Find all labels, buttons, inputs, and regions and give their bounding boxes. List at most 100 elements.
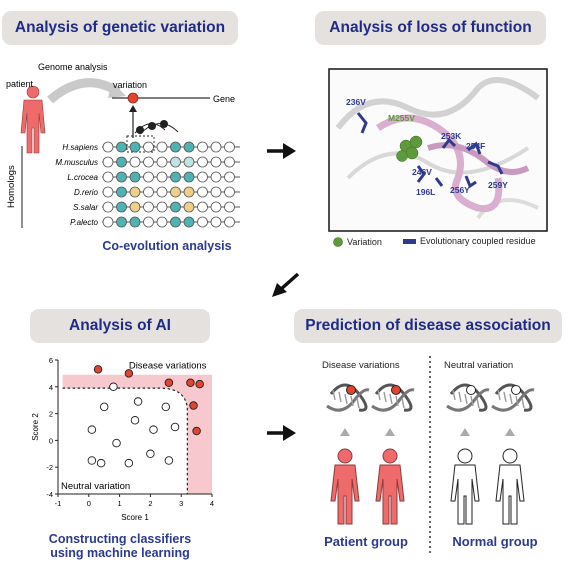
residue-circle [116, 171, 127, 183]
neutral-point [87, 425, 97, 434]
variation-legend-icon [333, 237, 343, 247]
normal-figure-icon [450, 448, 480, 525]
residue-circle [102, 171, 114, 183]
residue-circle [197, 156, 208, 168]
residue-circle [116, 216, 127, 228]
residue-circle [156, 201, 168, 213]
residue-circle [210, 141, 222, 153]
residue-circle [224, 171, 235, 183]
panel-title-genetic: Analysis of genetic variation [2, 11, 238, 45]
legend-variation: Variation [347, 237, 382, 247]
neutral-point [170, 422, 180, 432]
diagonal-arrow-icon [272, 272, 300, 297]
up-triangle-icon [340, 428, 350, 436]
residue-circle [143, 171, 154, 183]
disease-point [93, 365, 103, 374]
patient-group-label: Patient group [324, 534, 408, 549]
neutral-point [112, 438, 121, 448]
residue-circle [183, 201, 195, 213]
x-tick-label: 0 [87, 499, 91, 508]
species-label: H.sapiens [62, 143, 98, 152]
x-tick-label: 1 [118, 499, 122, 508]
residue-circle [170, 156, 181, 168]
normal-figure-icon [495, 448, 525, 525]
residue-label: 236V [346, 97, 366, 107]
residue-label: 246V [412, 167, 432, 177]
disease-annotation: Disease variations [129, 360, 207, 371]
dna-icon [326, 383, 370, 412]
residue-circle [197, 201, 208, 213]
disease-variation-marker [391, 385, 401, 395]
neutral-annotation: Neutral variation [61, 481, 130, 492]
residue-circle [116, 141, 127, 153]
neutral-variation-marker [466, 385, 476, 395]
x-tick-label: 2 [148, 499, 152, 508]
residue-circle [183, 186, 195, 198]
genetic-variation-diagram: patient Genome analysis variation Gene H… [6, 62, 240, 228]
patient-figure-icon [375, 448, 405, 525]
residue-circle [143, 201, 154, 213]
residue-label: 256Y [450, 185, 470, 195]
residue-circle [156, 171, 168, 183]
disease-point [124, 369, 134, 378]
residue-circle [143, 156, 154, 168]
caption-line-1: Constructing classifiers [48, 532, 192, 546]
residue-circle [102, 141, 114, 153]
residue-circle [102, 216, 114, 228]
disease-point [192, 426, 201, 436]
variation-spheres [396, 135, 423, 162]
x-tick-label: 4 [210, 499, 214, 508]
dna-icon [371, 383, 415, 412]
panel-title-ai: Analysis of AI [30, 309, 210, 343]
residue-circle [102, 156, 114, 168]
neutral-point [164, 456, 174, 465]
residue-circle [224, 141, 235, 153]
residue-circle [170, 141, 181, 153]
residue-circle [156, 141, 168, 153]
residue-circle [197, 141, 208, 153]
species-label: D.rerio [74, 188, 99, 197]
disease-variations-label: Disease variations [322, 360, 400, 371]
residue-circle [224, 156, 235, 168]
legend-coupled: Evolutionary coupled residue [420, 236, 536, 246]
neutral-point [130, 416, 140, 425]
neutral-region [62, 388, 188, 494]
residue-circle [129, 201, 141, 213]
residue-circle [170, 171, 181, 183]
residue-label: 259Y [488, 180, 508, 190]
neutral-point [99, 402, 109, 412]
right-arrow-icon [267, 425, 296, 441]
genome-arrow-icon [47, 78, 121, 104]
residue-circle [116, 186, 127, 198]
caption-coevolution: Co-evolution analysis [102, 239, 232, 253]
neutral-point [96, 458, 106, 468]
residue-circle [210, 156, 222, 168]
species-label: S.salar [73, 203, 98, 212]
disease-point [195, 379, 204, 389]
residue-label-variation: M255V [388, 113, 415, 123]
protein-structure-image: 236V M255V 253K 254F 246V 196L 256Y 259Y [328, 68, 548, 232]
neutral-point [161, 402, 171, 412]
residue-circle [183, 216, 195, 228]
residue-label: 253K [441, 131, 462, 141]
residue-circle [210, 216, 222, 228]
disease-variation-marker [346, 385, 356, 395]
caption-line-2: using machine learning [50, 546, 190, 560]
variation-label: variation [113, 80, 147, 90]
species-label: M.musculus [55, 158, 98, 167]
residue-circle [183, 171, 195, 183]
patient-figure-icon [330, 448, 360, 525]
residue-circle [129, 156, 141, 168]
residue-circle [197, 171, 208, 183]
disease-point [164, 378, 174, 388]
gene-label: Gene [213, 94, 235, 104]
disease-point [189, 401, 198, 410]
dna-icon [491, 383, 535, 412]
residue-circle [102, 201, 114, 213]
right-arrow-icon [267, 143, 296, 159]
residue-circle [197, 216, 208, 228]
residue-circle [129, 171, 141, 183]
sequence-alignment [102, 141, 240, 228]
x-axis-label: Score 1 [121, 513, 149, 522]
species-label: L.crocea [67, 173, 98, 182]
